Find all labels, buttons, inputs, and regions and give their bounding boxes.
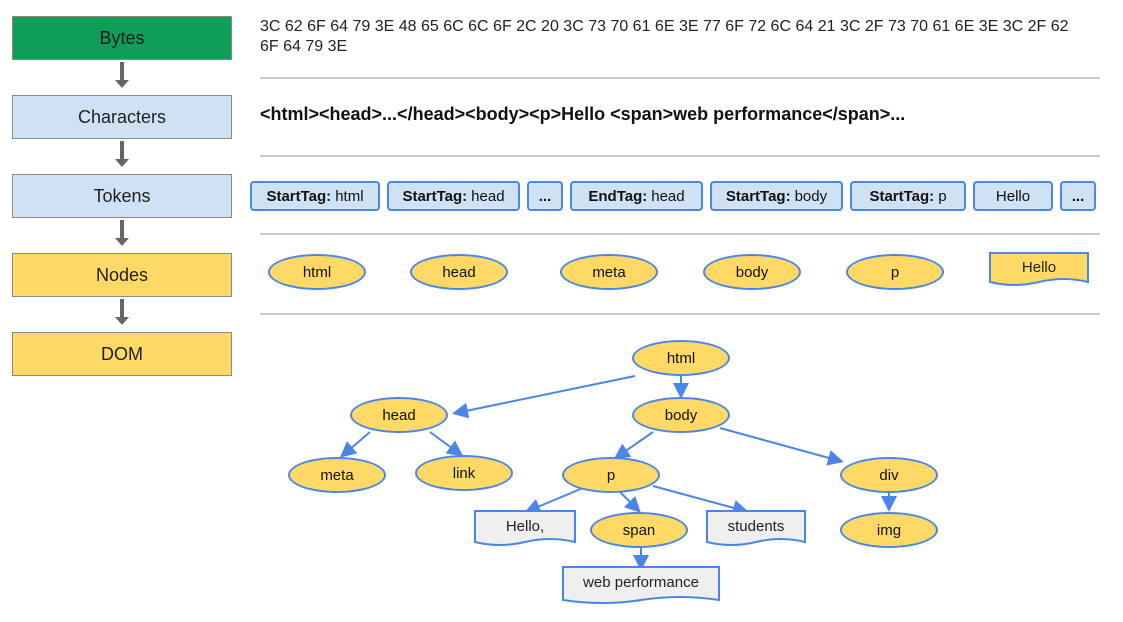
arrow-bytes-characters — [115, 62, 129, 88]
token-kind: StartTag: — [402, 187, 468, 205]
token-name: head — [471, 187, 505, 205]
tree-node-img: img — [840, 512, 938, 548]
tree-node-html: html — [632, 340, 730, 376]
text-node-label: Hello, — [505, 517, 545, 535]
node-html: html — [268, 254, 366, 290]
token-name: body — [794, 187, 828, 205]
token-kind: StartTag: — [725, 187, 791, 205]
tree-node-p: p — [562, 457, 660, 493]
text-node-label: students — [727, 517, 785, 535]
dom-tree: html head body meta link p div span img … — [260, 330, 1120, 620]
tree-node-div: div — [840, 457, 938, 493]
text-node-shape — [474, 510, 576, 546]
token-row: StartTag:html StartTag:head ... EndTag:h… — [250, 181, 1096, 213]
arrow-characters-tokens — [115, 141, 129, 167]
text-node-label: web performance — [583, 573, 699, 591]
token-starttag-p: StartTag:p — [850, 181, 966, 211]
edge-p-span — [619, 491, 641, 513]
token-name: html — [335, 187, 364, 205]
node-meta: meta — [560, 254, 658, 290]
edge-body-p — [613, 431, 654, 460]
edge-head-link — [429, 431, 464, 457]
edge-body-div — [719, 427, 844, 466]
token-kind: EndTag: — [588, 187, 648, 205]
bytes-hex-text: 3C 62 6F 64 79 3E 48 65 6C 6C 6F 2C 20 3… — [260, 18, 1069, 55]
token-kind: StartTag: — [869, 187, 935, 205]
tree-node-meta: meta — [288, 457, 386, 493]
divider-1 — [260, 77, 1100, 79]
arrow-nodes-dom — [115, 299, 129, 325]
divider-3 — [260, 233, 1100, 235]
token-starttag-head: StartTag:head — [387, 181, 520, 211]
token-endtag-head: EndTag:head — [570, 181, 703, 211]
characters-text: <html><head>...</head><body><p>Hello <sp… — [260, 104, 906, 124]
node-body: body — [703, 254, 801, 290]
text-node-shape — [562, 566, 720, 604]
stage-tokens: Tokens — [12, 174, 232, 218]
node-text-hello: Hello — [989, 252, 1089, 290]
tree-node-head: head — [350, 397, 448, 433]
stage-characters: Characters — [12, 95, 232, 139]
text-node-shape — [989, 252, 1089, 286]
token-starttag-body: StartTag:body — [710, 181, 843, 211]
stage-dom: DOM — [12, 332, 232, 376]
token-name: ... — [538, 187, 552, 205]
tree-text-web-performance: web performance — [562, 566, 720, 604]
token-hello: Hello — [973, 181, 1053, 211]
text-node-shape — [706, 510, 806, 546]
divider-2 — [260, 155, 1100, 157]
stage-bytes: Bytes — [12, 16, 232, 60]
edge-head-meta — [339, 431, 371, 458]
divider-4 — [260, 313, 1100, 315]
node-head: head — [410, 254, 508, 290]
token-ellipsis-2: ... — [1060, 181, 1096, 211]
node-p: p — [846, 254, 944, 290]
token-name: p — [938, 187, 947, 205]
tree-node-span: span — [590, 512, 688, 548]
arrow-tokens-nodes — [115, 220, 129, 246]
stage-nodes: Nodes — [12, 253, 232, 297]
text-node-label: Hello — [1021, 258, 1057, 276]
token-kind: StartTag: — [266, 187, 332, 205]
tree-node-link: link — [415, 455, 513, 491]
token-ellipsis-1: ... — [527, 181, 563, 211]
tree-text-students: students — [706, 510, 806, 548]
tree-edges — [339, 375, 897, 571]
tree-text-hello: Hello, — [474, 510, 576, 548]
tree-node-body: body — [632, 397, 730, 433]
token-name: head — [651, 187, 685, 205]
token-starttag-html: StartTag:html — [250, 181, 380, 211]
node-row: html head meta body p Hello — [260, 252, 1100, 296]
edge-p-hello — [524, 487, 584, 514]
token-name: Hello — [995, 187, 1031, 205]
edge-html-head — [452, 375, 636, 419]
token-name: ... — [1071, 187, 1085, 205]
edge-p-students — [652, 485, 749, 516]
